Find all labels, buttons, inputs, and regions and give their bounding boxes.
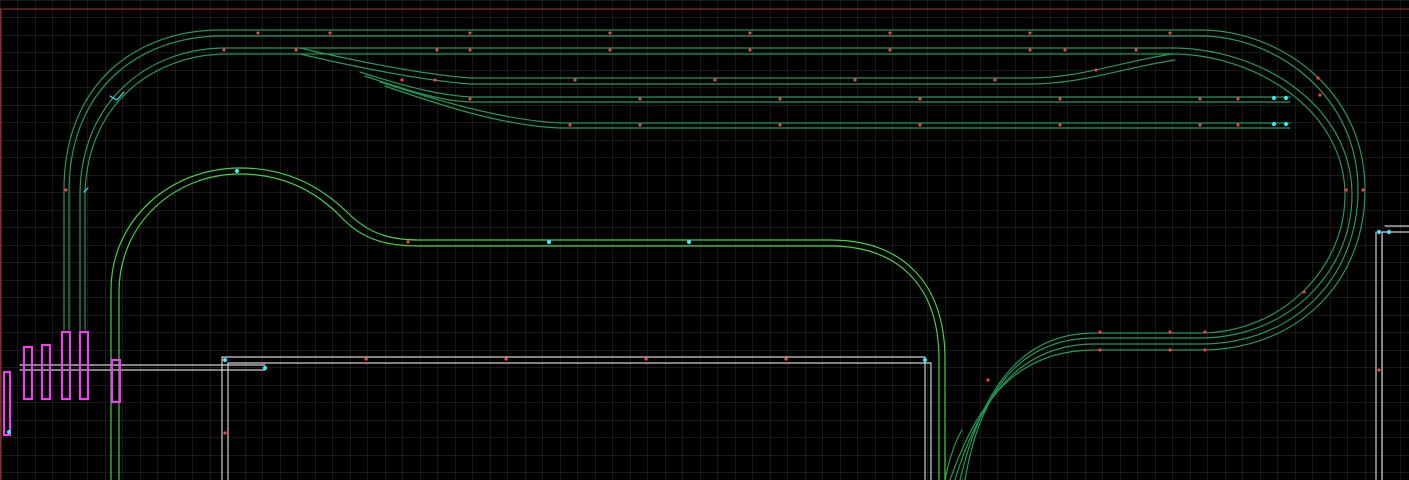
track-endpoints[interactable] xyxy=(6,95,1392,435)
cyan-segment[interactable] xyxy=(83,91,125,193)
layout-boundary xyxy=(0,8,1409,480)
magenta-staging-blocks[interactable] xyxy=(3,331,121,436)
gray-frame-track[interactable] xyxy=(19,225,1409,480)
rail-joint-markers xyxy=(64,31,1381,435)
track-layer[interactable] xyxy=(19,29,1409,480)
outer-loop-track[interactable] xyxy=(63,29,1366,480)
inner-loop-track[interactable] xyxy=(110,167,946,480)
